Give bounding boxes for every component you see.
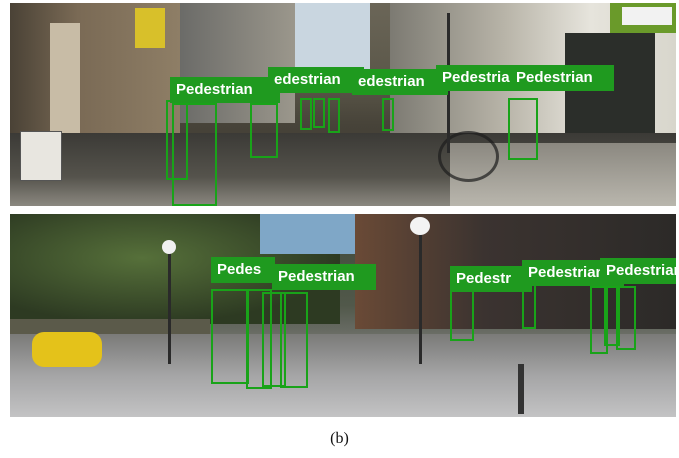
figure-caption: (b)	[330, 430, 349, 447]
pedestrian-box	[604, 286, 620, 346]
pedestrian-label: Pedestrian	[600, 258, 676, 284]
motorcycle	[32, 332, 102, 367]
pedestrian-label: Pedestrian	[510, 65, 614, 91]
pedestrian-box	[616, 286, 636, 350]
street-lamp-pole	[419, 224, 422, 364]
pedestrian-box	[328, 98, 340, 133]
top-street-photo: Pedestrian edestrian edestrian Pedestria…	[10, 3, 676, 206]
pedestrian-box	[246, 289, 272, 389]
pedestrian-box	[590, 286, 608, 354]
pedestrian-label: Pedestrian	[272, 264, 376, 290]
building-column	[50, 23, 80, 143]
yellow-sign	[135, 8, 165, 48]
bollard	[518, 364, 524, 414]
sky-region	[295, 3, 370, 73]
store-sign	[622, 7, 672, 25]
pedestrian-label: Pedes	[211, 257, 275, 283]
pedestrian-box	[211, 289, 249, 384]
bottom-street-photo: Pedes Pedestrian Pedestr Pedestrian Pede…	[10, 214, 676, 417]
pedestrian-box	[250, 103, 278, 158]
pedestrian-box	[262, 292, 286, 387]
street-lamp-pole	[168, 249, 171, 364]
pedestrian-box	[382, 98, 394, 131]
bicycle	[438, 131, 499, 182]
poster-board	[20, 131, 62, 181]
pedestrian-label: edestrian	[352, 69, 448, 95]
pedestrian-label: Pedestr	[450, 266, 532, 292]
pedestrian-box	[313, 98, 325, 128]
pedestrian-label: Pedestrian	[170, 77, 280, 103]
pedestrian-box	[280, 292, 308, 388]
lamp-globe	[162, 240, 176, 254]
pedestrian-box	[300, 98, 312, 130]
pedestrian-box	[172, 103, 217, 206]
sky-region	[260, 214, 360, 254]
street-pavement	[10, 334, 676, 417]
pedestrian-box	[450, 289, 474, 341]
pedestrian-label: edestrian	[268, 67, 364, 93]
pedestrian-box	[508, 98, 538, 160]
lamp-globe	[410, 217, 430, 235]
